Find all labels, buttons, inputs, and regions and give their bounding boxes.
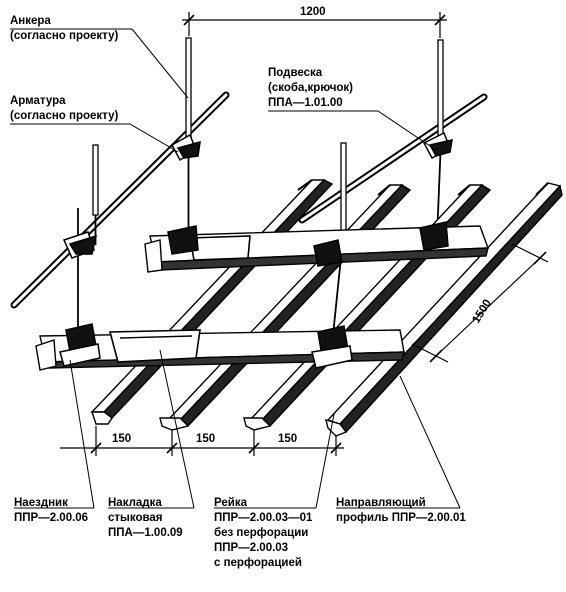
- dim-150-chain: [60, 426, 344, 456]
- label-guide-profile: Направляющий профиль ППР—2.00.01: [336, 496, 466, 526]
- label-guide-profile-line2: профиль ППР—2.00.01: [336, 512, 466, 524]
- label-slat-line2: ППР—2.00.03—01: [214, 512, 313, 524]
- dim-150-3: 150: [278, 433, 297, 445]
- label-slat-line5: с перфорацией: [214, 557, 302, 569]
- label-joint-plate-line2: стыковая: [108, 512, 163, 524]
- dim-150-1: 150: [112, 433, 131, 445]
- label-joint-plate-line1: Накладка: [108, 497, 162, 509]
- anchor-rods: [77, 37, 444, 346]
- label-slat-line4: ППР—2.00.03: [214, 542, 289, 554]
- label-hanger-line3: ППА—1.01.00: [268, 97, 343, 109]
- label-joint-plate: Накладка стыковая ППА—1.00.09: [108, 496, 183, 541]
- label-hanger-line1: Подвеска: [268, 67, 323, 79]
- label-hanger: Подвеска (скоба,крючок) ППА—1.01.00: [268, 66, 353, 111]
- label-anchors-line1: Анкера: [10, 15, 51, 27]
- rebar-rods: [10, 91, 488, 309]
- slat-bottom-ends: [91, 411, 348, 437]
- dim-150-2: 150: [196, 433, 215, 445]
- label-rider-line1: Наездник: [14, 497, 68, 509]
- dim-1500-label: 1500: [470, 298, 494, 326]
- label-rebar-line1: Арматура: [10, 95, 66, 107]
- label-slat-line3: без перфорации: [214, 527, 309, 539]
- label-slat-line1: Рейка: [214, 497, 248, 509]
- label-rebar-line2: (согласно проекту): [10, 110, 119, 122]
- label-slat: Рейка ППР—2.00.03—01 без перфорации ППР—…: [214, 496, 312, 571]
- label-guide-profile-line1: Направляющий: [336, 497, 426, 509]
- leader-lines: [10, 28, 461, 509]
- dim-1200-label: 1200: [300, 6, 326, 18]
- riders: [59, 221, 449, 369]
- label-hanger-line2: (скоба,крючок): [268, 82, 353, 94]
- label-rebar: Арматура (согласно проекту): [10, 94, 118, 124]
- label-joint-plate-line3: ППА—1.00.09: [108, 527, 183, 539]
- label-anchors-line2: (согласно проекту): [10, 30, 119, 42]
- label-rider: Наездник ППР—2.00.06: [14, 496, 88, 526]
- dim-1500: [411, 243, 549, 363]
- label-anchors: Анкера (согласно проекту): [10, 14, 118, 44]
- dim-1200: [182, 12, 447, 38]
- label-rider-line2: ППР—2.00.06: [14, 512, 89, 524]
